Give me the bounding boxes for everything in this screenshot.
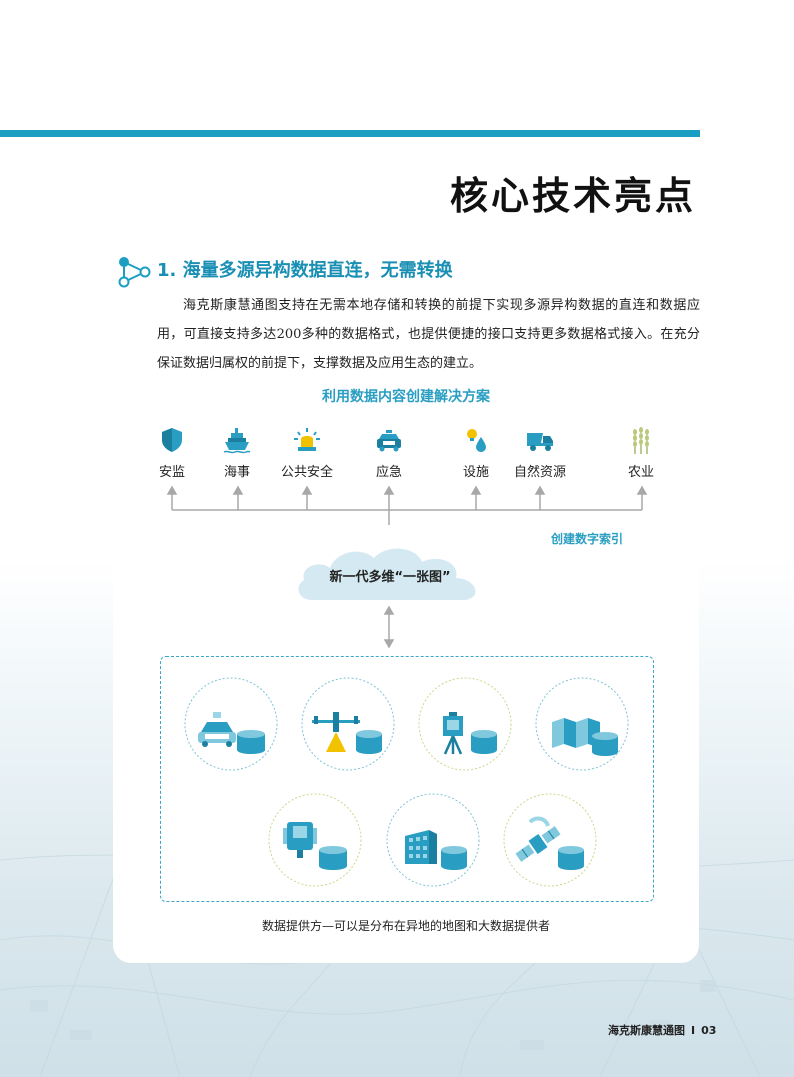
wheat-icon <box>633 427 649 454</box>
provider-laser-scanner <box>418 677 512 771</box>
category-natural-resources: 自然资源 <box>505 425 575 480</box>
provider-map-data <box>535 677 629 771</box>
category-facilities: 设施 <box>441 425 511 480</box>
category-safety: 安监 <box>137 425 207 480</box>
provider-building-data <box>386 793 480 887</box>
ship-icon <box>223 428 251 454</box>
diagram-title: 利用数据内容创建解决方案 <box>322 389 490 405</box>
cloud-label: 新一代多维“一张图” <box>329 570 451 585</box>
database-icon <box>558 846 584 870</box>
category-label: 安监 <box>158 465 185 480</box>
category-label: 自然资源 <box>513 465 566 480</box>
survey-drone-icon <box>312 712 360 752</box>
mining-truck-icon <box>527 433 553 451</box>
satellite-icon <box>515 826 561 862</box>
provider-aerial-camera <box>268 793 362 887</box>
header-accent-bar <box>0 130 700 137</box>
provider-mobile-mapping <box>184 677 278 771</box>
category-label: 设施 <box>462 465 489 480</box>
provider-survey-drone <box>301 677 395 771</box>
category-maritime: 海事 <box>202 425 272 480</box>
laser-scanner-icon <box>443 712 463 755</box>
database-icon <box>441 846 467 870</box>
aerial-camera-icon <box>283 822 317 858</box>
category-label: 应急 <box>375 465 402 480</box>
database-icon <box>356 730 382 754</box>
provider-satellite <box>503 793 597 887</box>
footer-brand: 海克斯康慧通图 <box>608 1024 685 1037</box>
folded-map-icon <box>552 718 600 748</box>
category-agriculture: 农业 <box>606 425 676 480</box>
footer-separator: I <box>691 1024 696 1037</box>
database-icon <box>471 730 497 754</box>
page-title: 核心技术亮点 <box>449 174 696 218</box>
digital-index-label: 创建数字索引 <box>551 532 624 546</box>
category-label: 农业 <box>627 465 654 480</box>
category-label: 海事 <box>223 465 250 480</box>
providers-caption: 数据提供方—可以是分布在异地的地图和大数据提供者 <box>261 919 550 933</box>
emergency-vehicle-icon <box>377 430 401 452</box>
database-icon <box>237 730 265 754</box>
police-light-icon <box>294 428 320 451</box>
page-footer: 海克斯康慧通图 I 03 <box>608 1022 716 1038</box>
data-providers-box <box>160 656 654 902</box>
section-title: 1. 海量多源异构数据直连，无需转换 <box>157 260 453 281</box>
category-public-security: 公共安全 <box>272 425 342 480</box>
page-number: 03 <box>701 1024 717 1037</box>
category-emergency: 应急 <box>354 425 424 480</box>
cloud-shape <box>298 548 476 600</box>
shield-icon <box>162 428 182 452</box>
mobile-mapping-car-icon <box>198 712 236 747</box>
section-paragraph: 海克斯康慧通图支持在无需本地存储和转换的前提下实现多源异构数据的直连和数据应用，… <box>157 298 700 371</box>
database-icon <box>319 846 347 870</box>
building-icon <box>405 830 437 864</box>
utility-drop-icon <box>467 429 486 452</box>
database-icon <box>592 732 618 756</box>
network-nodes-icon <box>118 257 151 288</box>
category-label: 公共安全 <box>280 465 333 480</box>
